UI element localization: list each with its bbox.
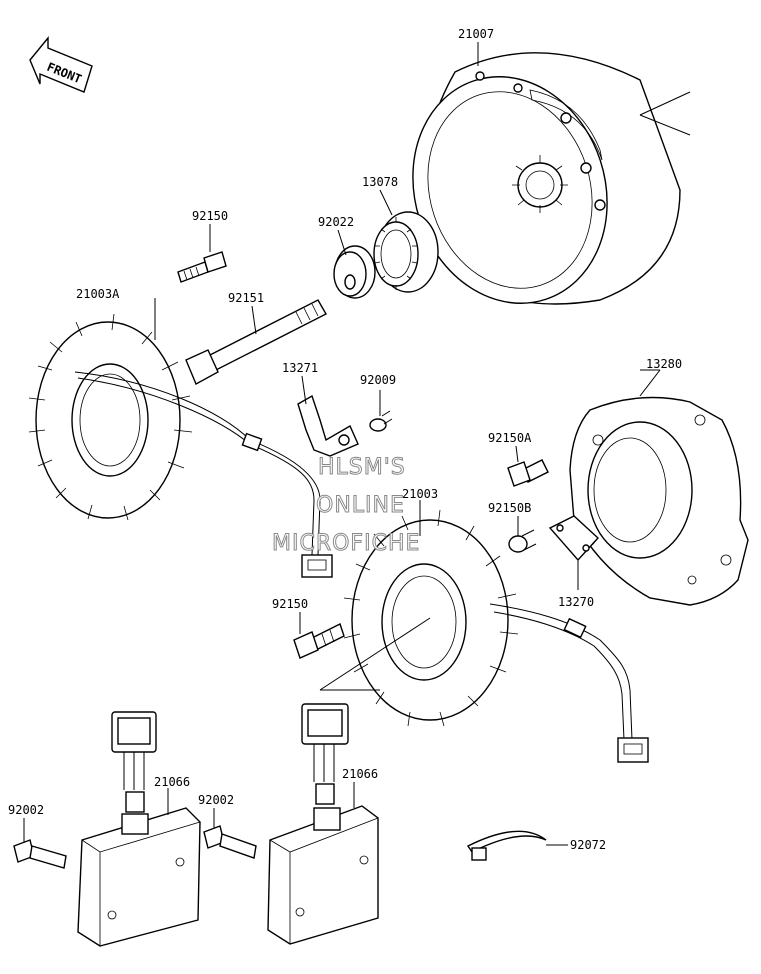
wire-harness-21003A [241, 432, 333, 578]
rotor-spline-icon [512, 155, 568, 213]
label-21066-left: 21066 [154, 775, 190, 789]
label-92022: 92022 [318, 215, 354, 229]
plate-13270 [548, 515, 599, 562]
cable-tie-92072 [466, 830, 547, 861]
label-13280: 13280 [646, 357, 682, 371]
label-21007: 21007 [458, 27, 494, 41]
connector-icon [617, 737, 649, 763]
front-arrow-icon: FRONT [29, 36, 93, 93]
stator-21003A [28, 313, 253, 521]
connector-icon [301, 554, 333, 578]
label-92151: 92151 [228, 291, 264, 305]
regulator-21066-left [77, 711, 201, 947]
label-92150B: 92150B [488, 501, 531, 515]
label-92150-top: 92150 [192, 209, 228, 223]
bolt-92150A [507, 459, 549, 487]
label-92002-right: 92002 [198, 793, 234, 807]
label-92009: 92009 [360, 373, 396, 387]
bolt-92151 [185, 299, 327, 385]
bracket-13271 [297, 394, 359, 457]
bolt-92002-left [13, 839, 67, 869]
part-labels: 21007 13078 92022 92150 21003A 92151 132… [8, 27, 682, 852]
watermark-line-3: MICROFICHE [272, 531, 420, 556]
label-21066-right: 21066 [342, 767, 378, 781]
washer-92022 [333, 245, 376, 299]
bolt-92002-right [203, 825, 257, 859]
screw-92009 [369, 410, 393, 432]
cover-13280 [569, 396, 749, 606]
stator-21003 [319, 509, 519, 727]
watermark-line-2: ONLINE [316, 493, 405, 518]
regulator-21066-right [267, 703, 379, 945]
label-13271: 13271 [282, 361, 318, 375]
label-92150-mid: 92150 [272, 597, 308, 611]
label-92072: 92072 [570, 838, 606, 852]
watermark-line-1: HLSM'S [318, 455, 406, 480]
watermark: HLSM'S ONLINE MICROFICHE [272, 455, 420, 557]
rotor-21007 [412, 52, 691, 305]
bolt-92150-mid [293, 623, 345, 659]
label-21003A: 21003A [76, 287, 120, 301]
leader-lines [23, 42, 661, 846]
label-21003: 21003 [402, 487, 438, 501]
label-13270: 13270 [558, 595, 594, 609]
label-13078: 13078 [362, 175, 398, 189]
screw-92150B [508, 529, 537, 553]
gear-13078 [373, 211, 439, 293]
bolt-92150-top [177, 251, 227, 283]
label-92150A: 92150A [488, 431, 532, 445]
label-92002-left: 92002 [8, 803, 44, 817]
wire-harness-21003 [489, 603, 649, 763]
